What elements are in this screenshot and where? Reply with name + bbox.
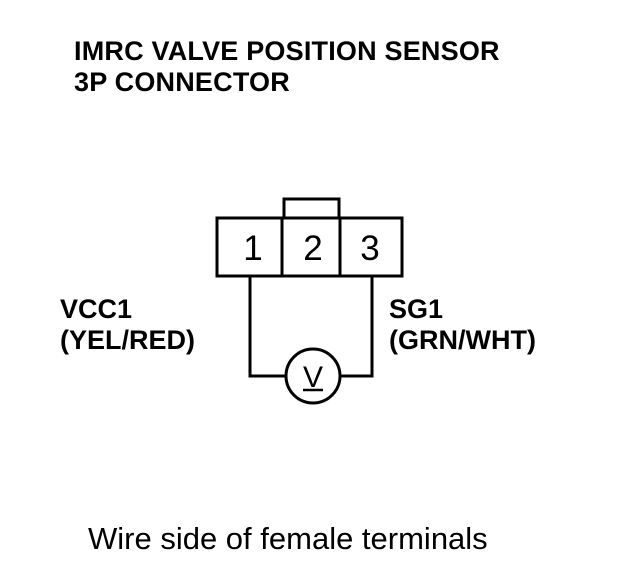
wire-label-vcc1: VCC1 (YEL/RED)	[60, 294, 195, 356]
diagram-caption: Wire side of female terminals	[88, 521, 488, 556]
title-line-1: IMRC VALVE POSITION SENSOR	[74, 36, 500, 66]
terminal-1-label: 1	[243, 229, 262, 268]
wire-label-sg1: SG1 (GRN/WHT)	[389, 294, 536, 356]
wire-name-sg1: SG1	[389, 294, 444, 324]
wire-sg1	[339, 276, 374, 378]
voltmeter-symbol: V	[303, 361, 323, 394]
wire-vcc1	[248, 276, 286, 378]
voltmeter-icon	[284, 347, 342, 405]
connector-lock-tab	[282, 197, 341, 218]
terminal-2-label: 2	[303, 229, 322, 268]
terminal-3-label: 3	[360, 229, 379, 268]
diagram-title: IMRC VALVE POSITION SENSOR 3P CONNECTOR	[74, 36, 500, 98]
wire-name-vcc1: VCC1	[60, 294, 133, 324]
connector-housing	[215, 216, 404, 278]
wire-color-sg1: (GRN/WHT)	[389, 325, 536, 355]
title-line-2: 3P CONNECTOR	[74, 67, 290, 97]
wire-color-vcc1: (YEL/RED)	[60, 325, 195, 355]
